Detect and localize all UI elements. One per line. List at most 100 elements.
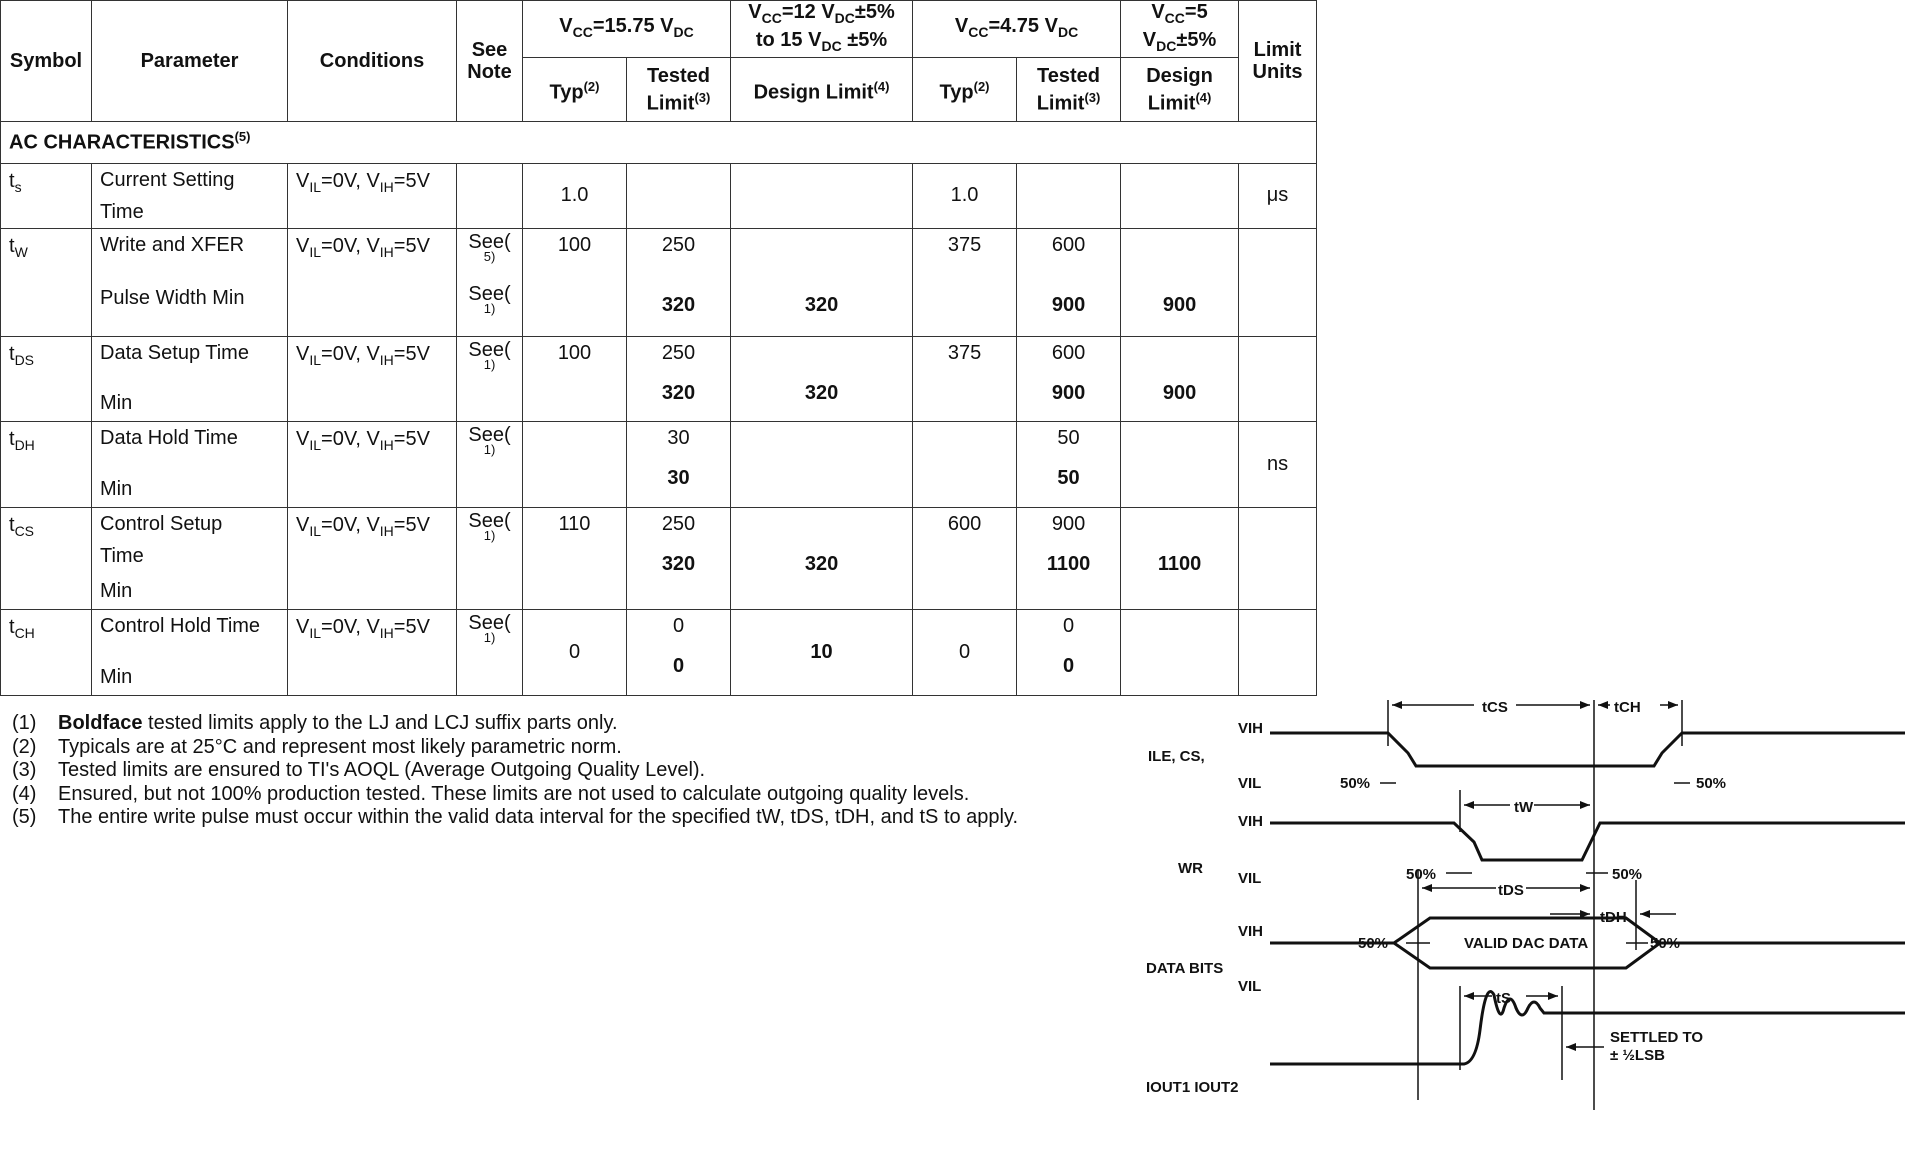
cell-dl2: 320: [730, 335, 914, 423]
label-tch: tCH: [1614, 699, 1641, 716]
cell-conditions: VIL=0V, VIH=5V: [287, 609, 457, 696]
cell-typ3: [912, 421, 1018, 509]
cell-symbol: ts: [0, 162, 92, 229]
vih-1: VIH: [1238, 720, 1263, 737]
data-bits-waveform: [1270, 916, 1905, 945]
signal-wr: WR: [1178, 860, 1203, 877]
cell-symbol: tW: [0, 227, 92, 337]
cell-see-note: See(1): [456, 335, 523, 423]
ile-cs-waveform: [1270, 731, 1905, 768]
cell-typ1: 100: [522, 227, 627, 337]
pct-6: 50%: [1650, 935, 1680, 952]
header-design-2: Design Limit(4): [730, 57, 914, 122]
cell-unit: [1238, 609, 1318, 696]
signal-ile-cs: ILE, CS,: [1148, 748, 1205, 765]
cell-dl4: [1120, 162, 1240, 229]
cell-unit: [1238, 335, 1318, 423]
cell-see-note: See(1): [456, 507, 523, 611]
label-tcs: tCS: [1482, 699, 1508, 716]
pct-3: 50%: [1406, 866, 1436, 883]
settled-line-2: ± ½LSB: [1610, 1047, 1665, 1064]
cell-typ1: 100: [522, 335, 627, 423]
cell-dl4: 900: [1120, 227, 1240, 337]
footnote: (5)The entire write pulse must occur wit…: [12, 806, 1019, 828]
cell-see-note: See(5)See(1): [456, 227, 523, 337]
valid-dac-data: VALID DAC DATA: [1464, 935, 1588, 952]
label-tds: tDS: [1498, 882, 1524, 899]
pct-1: 50%: [1340, 775, 1370, 792]
footnote: (3)Tested limits are ensured to TI's AOQ…: [12, 759, 706, 781]
footnote: (2)Typicals are at 25°C and represent mo…: [12, 735, 622, 758]
vil-3: VIL: [1238, 978, 1261, 995]
wr-waveform: [1270, 821, 1905, 862]
cell-typ3: 375: [912, 335, 1018, 423]
label-tdh: tDH: [1600, 909, 1627, 926]
cell-typ3: 375: [912, 227, 1018, 337]
cell-dl2: 320: [730, 507, 914, 611]
header-typ-3: Typ(2): [912, 57, 1018, 122]
footnote: (1)Boldface tested limits apply to the L…: [12, 712, 618, 734]
header-vcc-12-15: VCC=12 VDC±5%to 15 VDC ±5%: [730, 0, 914, 58]
cell-typ3: 1.0: [912, 162, 1018, 229]
footnotes: (1)Boldface tested limits apply to the L…: [12, 712, 1122, 830]
header-symbol: Symbol: [0, 0, 92, 122]
label-tw: tW: [1514, 799, 1534, 816]
settled-line-1: SETTLED TO: [1610, 1029, 1703, 1046]
cell-typ3: 0: [912, 609, 1018, 696]
cell-typ3: 600: [912, 507, 1018, 611]
cell-symbol: tCH: [0, 609, 92, 696]
cell-conditions: VIL=0V, VIH=5V: [287, 421, 457, 509]
vil-2: VIL: [1238, 870, 1261, 887]
cell-see-note: [456, 162, 523, 229]
cell-dl2: 10: [730, 609, 914, 696]
cell-typ1: 1.0: [522, 162, 627, 229]
cell-dl4: [1120, 609, 1240, 696]
vil-1: VIL: [1238, 775, 1261, 792]
cell-see-note: See(1): [456, 421, 523, 509]
cell-unit: ns: [1238, 421, 1318, 509]
signal-data-bits: DATA BITS: [1146, 960, 1223, 977]
signal-iout: IOUT1 IOUT2: [1146, 1079, 1239, 1096]
cell-unit: [1238, 227, 1318, 337]
cell-conditions: VIL=0V, VIH=5V: [287, 227, 457, 337]
label-ts: tS: [1496, 990, 1511, 1007]
header-vcc-4-75: VCC=4.75 VDC: [912, 0, 1122, 58]
cell-typ1: 0: [522, 609, 627, 696]
cell-symbol: tDS: [0, 335, 92, 423]
cell-see-note: See(1): [456, 609, 523, 696]
header-typ-1: Typ(2): [522, 57, 627, 122]
cell-symbol: tCS: [0, 507, 92, 611]
pct-2: 50%: [1696, 775, 1726, 792]
cell-dl4: 1100: [1120, 507, 1240, 611]
cell-dl2: [730, 162, 914, 229]
cell-conditions: VIL=0V, VIH=5V: [287, 162, 457, 229]
cell-dl4: 900: [1120, 335, 1240, 423]
footnote: (4)Ensured, but not 100% production test…: [12, 782, 970, 805]
pct-5: 50%: [1358, 935, 1388, 952]
iout-waveform: [1270, 990, 1905, 1066]
cell-test3: [1016, 162, 1122, 229]
